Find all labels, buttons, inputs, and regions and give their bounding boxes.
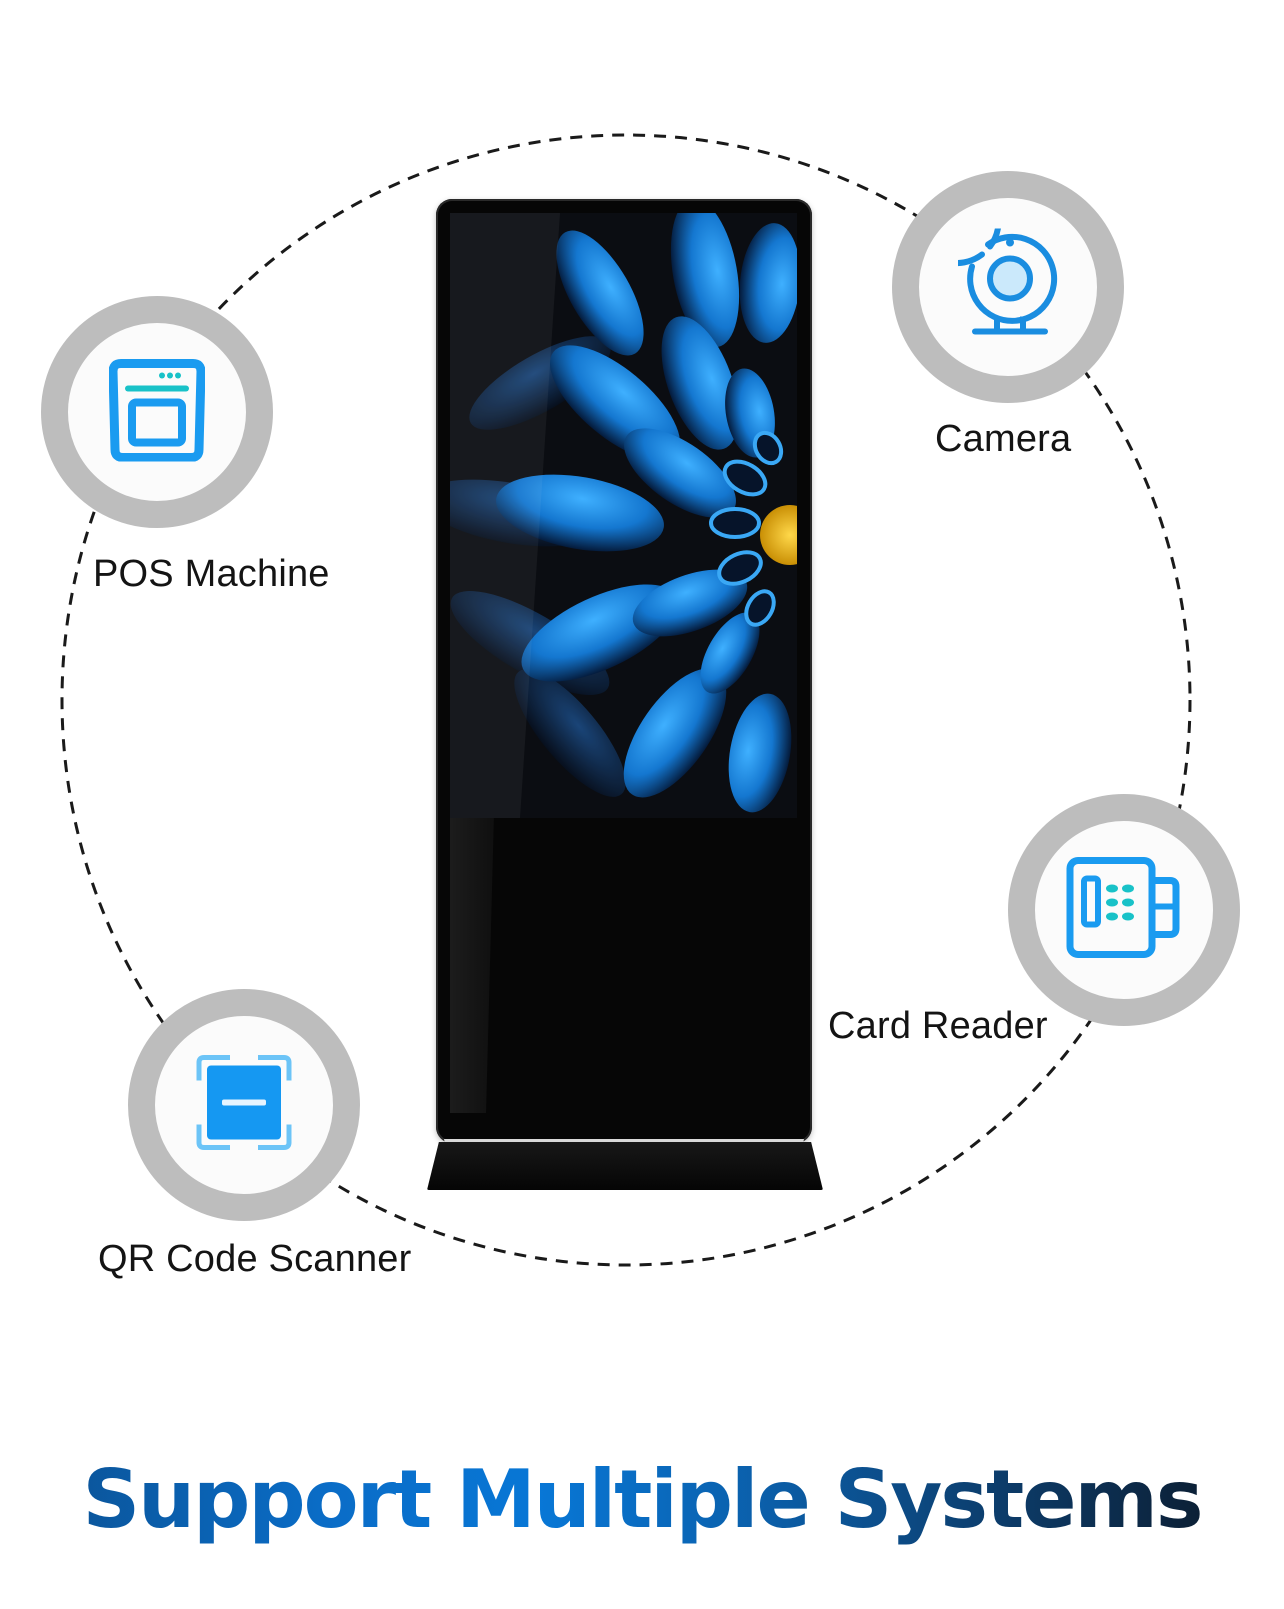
feature-label-qr-scanner: QR Code Scanner [98,1238,412,1280]
feature-badge-camera [892,171,1124,403]
feature-label-card-reader: Card Reader [828,1005,1048,1047]
kiosk-bottom-edge [444,1139,804,1143]
kiosk-screen [450,213,797,818]
feature-badge-qr-scanner [128,989,360,1221]
headline: Support Multiple Systems [0,1452,1284,1548]
flower-image [450,213,797,818]
feature-label-camera: Camera [935,418,1072,460]
card-reader-icon [1066,857,1182,964]
feature-badge-card-reader [1008,794,1240,1026]
feature-label-pos: POS Machine [93,553,330,595]
kiosk-display [436,199,812,1143]
webcam-icon [911,176,1058,346]
pos-machine-icon [108,358,206,467]
qr-scanner-icon [196,1055,292,1156]
kiosk-base [427,1142,823,1190]
feature-badge-pos [41,296,273,528]
